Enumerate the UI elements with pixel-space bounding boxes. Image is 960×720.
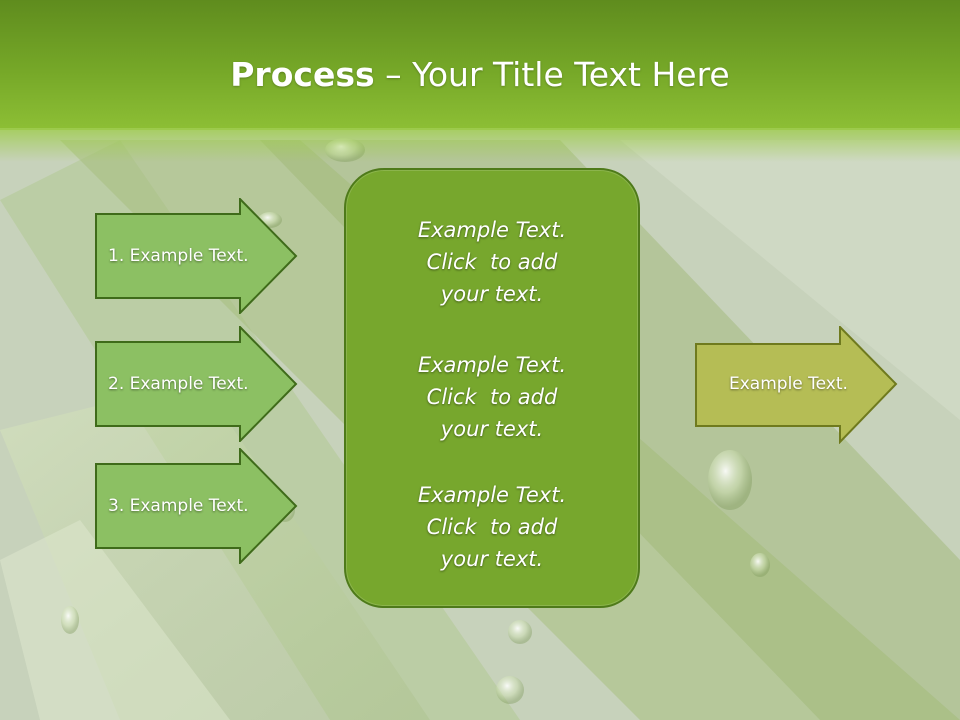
center-paragraph-1-line-3: your text. bbox=[440, 282, 544, 306]
arrow-shape bbox=[95, 198, 298, 314]
arrow-shape bbox=[695, 326, 898, 444]
title-bar bbox=[0, 0, 960, 130]
arrow-shape bbox=[95, 448, 298, 564]
slide-title[interactable]: Process – Your Title Text Here bbox=[0, 52, 960, 98]
title-rest: – Your Title Text Here bbox=[374, 55, 730, 94]
title-bar-fade bbox=[0, 128, 960, 162]
input-arrow-1-label: 1. Example Text. bbox=[108, 246, 249, 266]
center-paragraph-2-line-3: your text. bbox=[440, 417, 544, 441]
center-paragraph-3: Example Text. Click to add your text. bbox=[346, 479, 638, 575]
center-paragraph-1-line-1: Example Text. bbox=[417, 218, 567, 242]
center-paragraph-2-line-1: Example Text. bbox=[417, 353, 567, 377]
title-bold-word: Process bbox=[230, 55, 375, 94]
center-paragraph-3-line-2: Click to add bbox=[426, 515, 558, 539]
center-paragraph-1: Example Text. Click to add your text. bbox=[346, 214, 638, 310]
arrow-shape bbox=[95, 326, 298, 442]
input-arrow-2[interactable]: 2. Example Text. bbox=[95, 326, 300, 442]
center-process-box[interactable]: Example Text. Click to add your text. Ex… bbox=[344, 168, 640, 608]
input-arrow-1[interactable]: 1. Example Text. bbox=[95, 198, 300, 314]
center-paragraph-2: Example Text. Click to add your text. bbox=[346, 349, 638, 445]
output-arrow[interactable]: Example Text. bbox=[695, 326, 900, 444]
center-paragraph-3-line-3: your text. bbox=[440, 547, 544, 571]
center-paragraph-3-line-1: Example Text. bbox=[417, 483, 567, 507]
input-arrow-2-label: 2. Example Text. bbox=[108, 374, 249, 394]
input-arrow-3[interactable]: 3. Example Text. bbox=[95, 448, 300, 564]
input-arrow-3-label: 3. Example Text. bbox=[108, 496, 249, 516]
center-paragraph-1-line-2: Click to add bbox=[426, 250, 558, 274]
output-arrow-label: Example Text. bbox=[729, 374, 848, 394]
center-paragraph-2-line-2: Click to add bbox=[426, 385, 558, 409]
